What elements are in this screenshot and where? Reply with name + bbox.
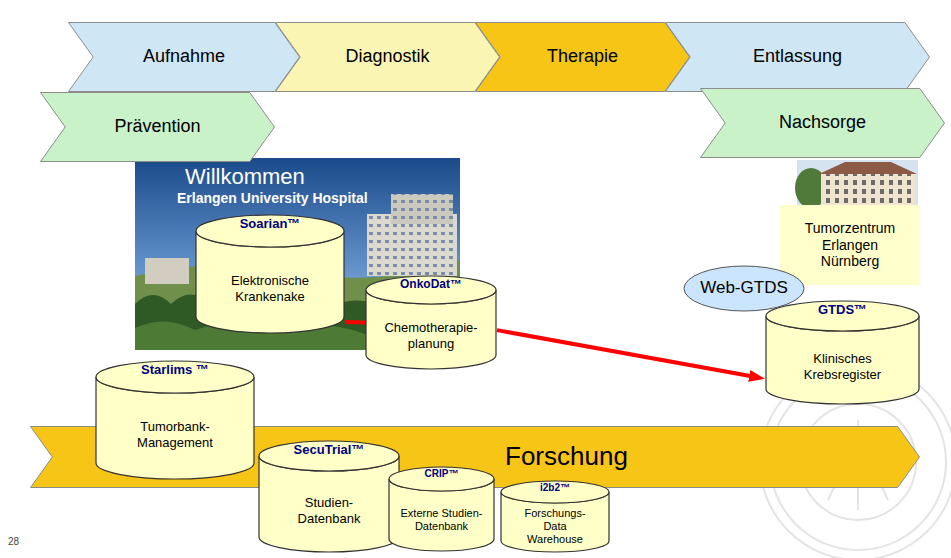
chevron-shape [69, 23, 300, 92]
node-label: Tumorbank- Management [120, 419, 230, 450]
cylinder-top [96, 361, 254, 393]
node-heading: Starlims ™ [141, 362, 209, 378]
text-area: SecuTrial™ [262, 442, 396, 470]
building-facade [821, 174, 915, 205]
text-area: Therapie [504, 22, 661, 92]
node-label: Externe Studien- Datenbank [397, 507, 487, 533]
node-heading: CRIP™ [425, 468, 459, 480]
node-heading: OnkoDat™ [400, 277, 462, 291]
node-label: Prävention [114, 116, 200, 138]
node-label: Erlangen University Hospital [177, 190, 368, 207]
node-label: Diagnostik [345, 46, 429, 68]
process-chevron: Aufnahme [68, 22, 300, 92]
data-flow-connector [345, 320, 365, 325]
process-chevron: Diagnostik [275, 22, 500, 92]
chevron-shape [276, 23, 500, 92]
node-heading: Soarian™ [240, 216, 301, 232]
building-photo [795, 160, 918, 208]
node-label: Klinisches Krebsregister [788, 351, 898, 382]
chevron-shape [701, 89, 945, 158]
node-label: Forschungs- Data Warehouse [514, 507, 596, 547]
node-label: Studien- Datenbank [279, 495, 379, 526]
database-cylinder: i2b2™ Forschungs- Data Warehouse [500, 480, 610, 553]
text-area: Forschungs- Data Warehouse [506, 504, 604, 549]
text-area: Aufnahme [97, 22, 271, 92]
database-cylinder: Starlims ™ Tumorbank- Management [95, 360, 255, 480]
node-label: Elektronische Krankenake [215, 273, 325, 304]
cylinder-top [501, 481, 609, 503]
info-box: Tumorzentrum Erlangen Nürnberg [780, 205, 920, 285]
cylinder-top [196, 215, 344, 247]
node-label: Therapie [547, 46, 618, 68]
node-label: Chemotherapie- planung [377, 320, 485, 351]
chevron-shape [666, 23, 930, 92]
database-cylinder: SecuTrial™ Studien- Datenbank [258, 440, 400, 553]
text-area: Web-GTDS [689, 267, 799, 310]
node-label: Nachsorge [779, 112, 866, 134]
database-cylinder: CRIP™ Externe Studien- Datenbank [388, 466, 495, 552]
photo-building [145, 258, 189, 284]
process-chevron: Prävention [40, 92, 275, 162]
node-heading: Willkommen [185, 164, 305, 190]
node-label: Tumorzentrum Erlangen Nürnberg [800, 220, 900, 270]
process-chevron: Therapie [475, 22, 690, 92]
photo-windows [391, 194, 453, 224]
text-area: Tumorzentrum Erlangen Nürnberg [786, 207, 914, 283]
node-label: Aufnahme [143, 46, 225, 68]
cylinder-top [766, 301, 919, 331]
page-number: 28 [8, 536, 19, 548]
text-area: Tumorbank- Management [101, 394, 249, 476]
node-label: Forschung [505, 441, 628, 472]
text-area: Prävention [69, 92, 246, 162]
building-roof [819, 162, 917, 174]
chevron-shape [41, 93, 275, 162]
database-cylinder: OnkoDat™ Chemotherapie- planung [365, 275, 497, 370]
node-heading: SecuTrial™ [294, 442, 365, 458]
text-area: OnkoDat™ [369, 277, 493, 303]
text-area: Nachsorge [729, 88, 916, 158]
process-chevron: Entlassung [665, 22, 930, 92]
ellipse-badge: Web-GTDS [683, 265, 805, 312]
node-label: Entlassung [753, 46, 842, 68]
ellipse-shape [684, 266, 804, 311]
database-cylinder: Soarian™ Elektronische Krankenake [195, 214, 345, 334]
box-shape [780, 205, 920, 285]
data-flow-connector [497, 330, 757, 377]
text-area: Externe Studien- Datenbank [394, 492, 489, 548]
text-area: Entlassung [694, 22, 901, 92]
text-area: Soarian™ [199, 216, 341, 246]
node-label: Web-GTDS [700, 278, 788, 298]
text-area: CRIP™ [392, 468, 491, 490]
photo-building [391, 194, 453, 224]
text-area: Elektronische Krankenake [201, 248, 339, 330]
chevron-shape [476, 23, 690, 92]
building-windows [821, 174, 915, 205]
text-area: Starlims ™ [99, 362, 251, 392]
node-heading: GTDS™ [818, 302, 867, 318]
process-chevron: Nachsorge [700, 88, 945, 158]
text-area: GTDS™ [769, 302, 916, 330]
text-area: Diagnostik [304, 22, 471, 92]
text-area: Klinisches Krebsregister [771, 332, 914, 401]
database-cylinder: GTDS™ Klinisches Krebsregister [765, 300, 920, 405]
text-area: i2b2™ [504, 482, 606, 502]
node-heading: i2b2™ [540, 482, 570, 494]
text-area: Chemotherapie- planung [371, 305, 491, 366]
text-area: Studien- Datenbank [264, 472, 394, 549]
cylinder-top [366, 276, 496, 304]
text-area: Forschung [505, 426, 894, 488]
cylinder-top [259, 441, 399, 471]
cylinder-top [389, 467, 494, 491]
